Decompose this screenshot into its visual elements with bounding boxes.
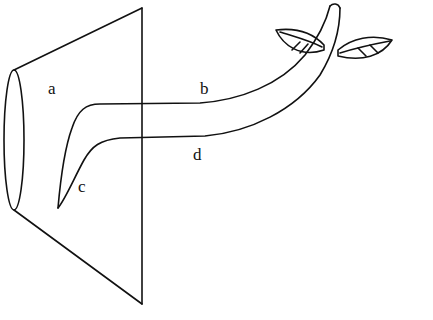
seedling-outline xyxy=(58,8,340,208)
leaf-vein xyxy=(340,41,390,53)
leaf xyxy=(276,29,324,52)
seedling-outline xyxy=(58,6,330,208)
cone-edge xyxy=(14,8,142,70)
leaf-vein xyxy=(292,42,308,53)
leaf-vein xyxy=(358,45,378,56)
cone-edge xyxy=(14,210,142,304)
cone-opening xyxy=(4,70,24,210)
seedling-tip xyxy=(330,4,340,8)
part-label: c xyxy=(78,178,86,195)
part-label: b xyxy=(200,80,209,97)
cone-rim xyxy=(141,8,143,304)
part-label: a xyxy=(48,80,56,97)
leaf xyxy=(338,37,392,58)
part-label: d xyxy=(193,146,202,163)
leaf-vein xyxy=(280,32,322,47)
